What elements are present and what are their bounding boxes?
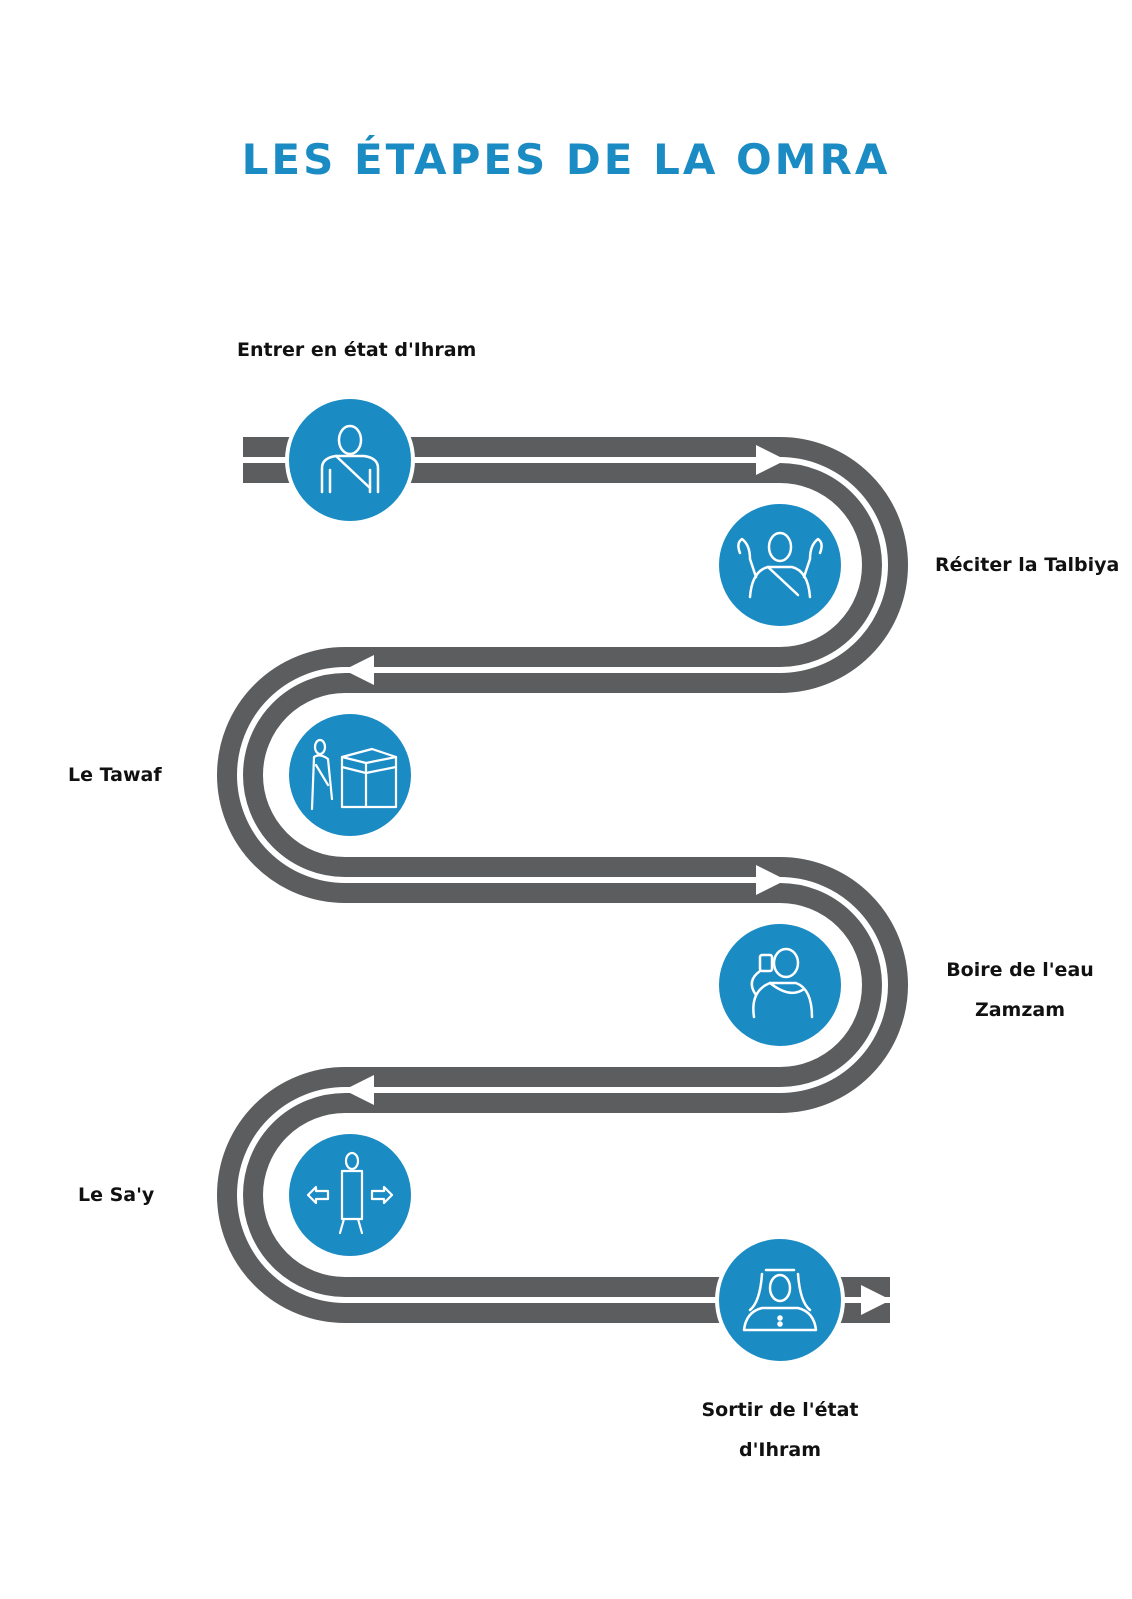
drinking-water-icon (715, 920, 845, 1050)
step-label-talbiya: Réciter la Talbiya (935, 554, 1120, 576)
page-title: LES ÉTAPES DE LA OMRA (241, 135, 891, 184)
walking-back-forth-icon (285, 1130, 415, 1260)
person-ihram-icon (285, 395, 415, 525)
man-headdress-icon (715, 1235, 845, 1365)
step-label-ihram: Entrer en état d'Ihram (237, 339, 477, 361)
kaaba-pilgrim-icon (285, 710, 415, 840)
step-label-tawaf: Le Tawaf (68, 764, 162, 786)
step-label-say: Le Sa'y (78, 1184, 155, 1206)
raised-hands-praying-icon (715, 500, 845, 630)
step-label-sortir: Sortir de l'état d'Ihram (701, 1399, 859, 1461)
step-label-zamzam: Boire de l'eau Zamzam (946, 959, 1094, 1021)
